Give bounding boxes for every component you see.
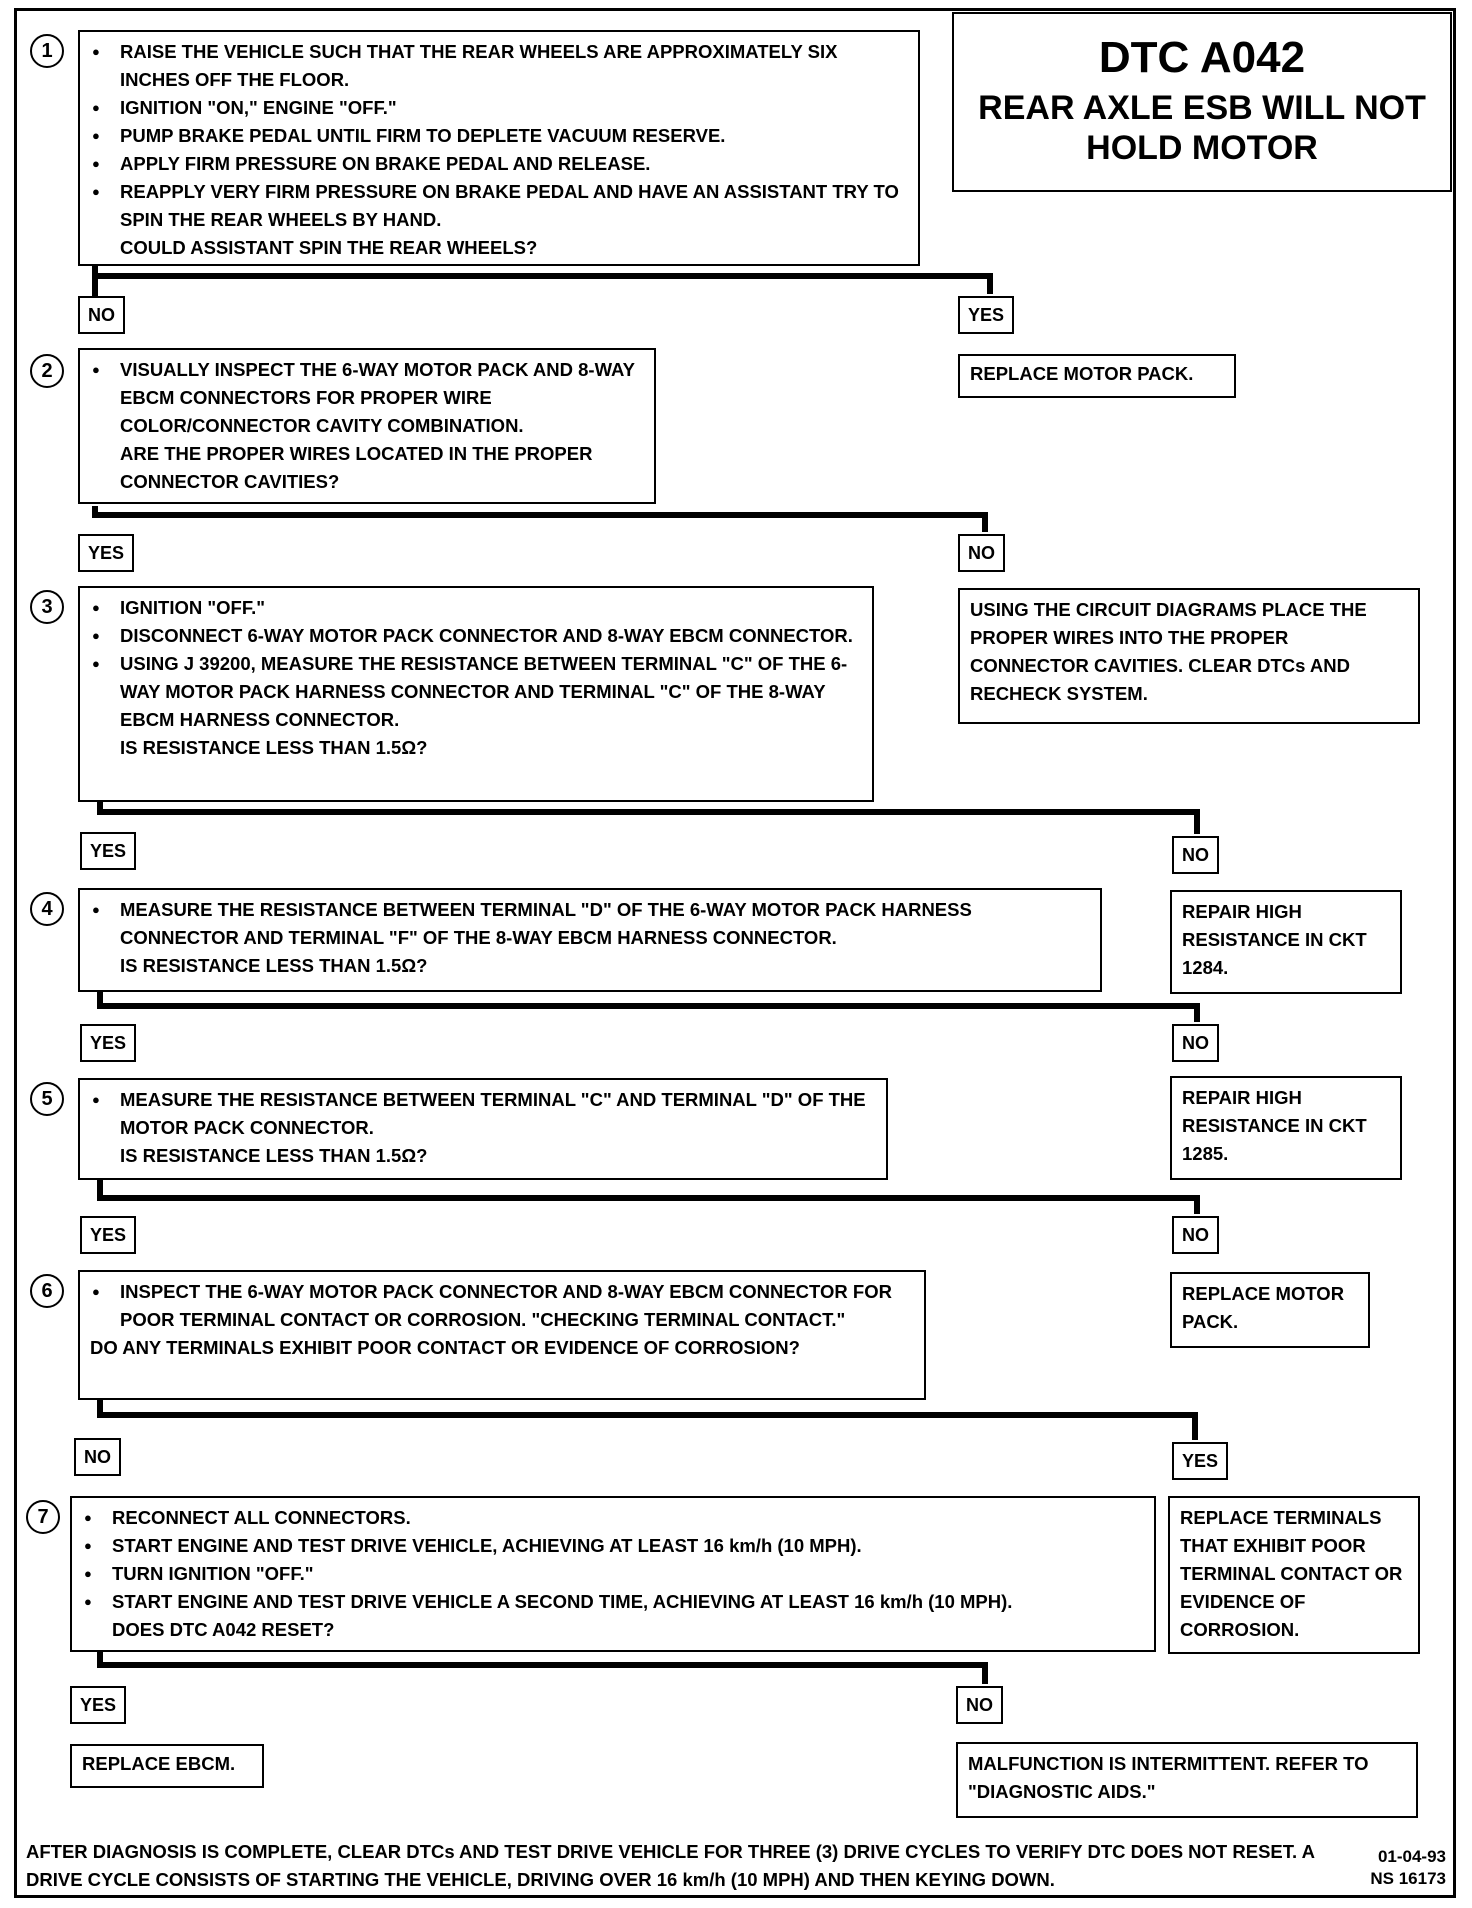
footer-ref: NS 16173 [1370, 1869, 1446, 1888]
outcome-replace-motor-pack-2: REPLACE MOTOR PACK. [1170, 1272, 1370, 1348]
step-6-no-label: NO [74, 1438, 121, 1476]
step-number-3: 3 [30, 590, 64, 624]
footer-date: 01-04-93 [1377, 1847, 1446, 1866]
step-7-yes-label: YES [70, 1686, 127, 1724]
outcome-intermittent: MALFUNCTION IS INTERMITTENT. REFER TO "D… [956, 1742, 1418, 1818]
step-5-bullet-1: MEASURE THE RESISTANCE BETWEEN TERMINAL … [90, 1086, 876, 1142]
outcome-circuit-diagrams: USING THE CIRCUIT DIAGRAMS PLACE THE PRO… [958, 588, 1420, 724]
step-4-box: MEASURE THE RESISTANCE BETWEEN TERMINAL … [78, 888, 1102, 992]
step-7-box: RECONNECT ALL CONNECTORS. START ENGINE A… [70, 1496, 1156, 1652]
step-3-no-label: NO [1172, 836, 1219, 874]
step-number-6: 6 [30, 1274, 64, 1308]
outcome-repair-1284: REPAIR HIGH RESISTANCE IN CKT 1284. [1170, 890, 1402, 994]
step-6-bullet-1: INSPECT THE 6-WAY MOTOR PACK CONNECTOR A… [90, 1278, 914, 1334]
step-5-yes-label: YES [80, 1216, 137, 1254]
step-4-no-label: NO [1172, 1024, 1219, 1062]
step-1-bullet-4: APPLY FIRM PRESSURE ON BRAKE PEDAL AND R… [90, 150, 908, 178]
step-number-2: 2 [30, 354, 64, 388]
step-6-box: INSPECT THE 6-WAY MOTOR PACK CONNECTOR A… [78, 1270, 926, 1400]
step-1-bullet-3: PUMP BRAKE PEDAL UNTIL FIRM TO DEPLETE V… [90, 122, 908, 150]
step-6-yes-label: YES [1172, 1442, 1229, 1480]
outcome-replace-motor-pack: REPLACE MOTOR PACK. [958, 354, 1236, 398]
step-1-bullet-1: RAISE THE VEHICLE SUCH THAT THE REAR WHE… [90, 38, 908, 94]
step-1-question: COULD ASSISTANT SPIN THE REAR WHEELS? [120, 237, 538, 258]
step-3-question: IS RESISTANCE LESS THAN 1.5Ω? [120, 737, 428, 758]
step-5-box: MEASURE THE RESISTANCE BETWEEN TERMINAL … [78, 1078, 888, 1180]
step-number-7: 7 [26, 1500, 60, 1534]
step-2-bullet-1: VISUALLY INSPECT THE 6-WAY MOTOR PACK AN… [90, 356, 644, 440]
step-2-box: VISUALLY INSPECT THE 6-WAY MOTOR PACK AN… [78, 348, 656, 504]
step-4-bullet-1: MEASURE THE RESISTANCE BETWEEN TERMINAL … [90, 896, 1090, 952]
step-2-question: ARE THE PROPER WIRES LOCATED IN THE PROP… [120, 443, 593, 492]
step-5-no-label: NO [1172, 1216, 1219, 1254]
footer-note: AFTER DIAGNOSIS IS COMPLETE, CLEAR DTCs … [26, 1841, 1315, 1890]
step-7-bullet-3: TURN IGNITION "OFF." [82, 1560, 1144, 1588]
step-3-bullet-2: DISCONNECT 6-WAY MOTOR PACK CONNECTOR AN… [90, 622, 862, 650]
step-7-bullet-1: RECONNECT ALL CONNECTORS. [82, 1504, 1144, 1532]
step-number-1: 1 [30, 34, 64, 68]
step-1-bullet-2: IGNITION "ON," ENGINE "OFF." [90, 94, 908, 122]
step-4-question: IS RESISTANCE LESS THAN 1.5Ω? [120, 955, 428, 976]
diagram-title-box: DTC A042 REAR AXLE ESB WILL NOT HOLD MOT… [952, 12, 1452, 192]
page-frame [14, 8, 1456, 1898]
step-7-bullet-2: START ENGINE AND TEST DRIVE VEHICLE, ACH… [82, 1532, 1144, 1560]
dtc-code: DTC A042 [1098, 33, 1306, 82]
step-7-question: DOES DTC A042 RESET? [112, 1619, 335, 1640]
footer-codes: 01-04-93 NS 16173 [1326, 1846, 1446, 1890]
outcome-replace-terminals: REPLACE TERMINALS THAT EXHIBIT POOR TERM… [1168, 1496, 1420, 1654]
step-1-box: RAISE THE VEHICLE SUCH THAT THE REAR WHE… [78, 30, 920, 266]
step-number-5: 5 [30, 1082, 64, 1116]
step-7-bullet-4: START ENGINE AND TEST DRIVE VEHICLE A SE… [82, 1588, 1144, 1616]
step-1-no-label: NO [78, 296, 125, 334]
step-3-bullet-3: USING J 39200, MEASURE THE RESISTANCE BE… [90, 650, 862, 734]
step-2-yes-label: YES [78, 534, 135, 572]
step-3-box: IGNITION "OFF." DISCONNECT 6-WAY MOTOR P… [78, 586, 874, 802]
step-1-yes-label: YES [958, 296, 1015, 334]
step-7-no-label: NO [956, 1686, 1003, 1724]
step-6-question: DO ANY TERMINALS EXHIBIT POOR CONTACT OR… [90, 1337, 800, 1358]
step-number-4: 4 [30, 892, 64, 926]
dtc-subtitle: REAR AXLE ESB WILL NOT HOLD MOTOR [978, 89, 1426, 167]
outcome-repair-1285: REPAIR HIGH RESISTANCE IN CKT 1285. [1170, 1076, 1402, 1180]
step-2-no-label: NO [958, 534, 1005, 572]
outcome-replace-ebcm: REPLACE EBCM. [70, 1744, 264, 1788]
step-4-yes-label: YES [80, 1024, 137, 1062]
step-3-yes-label: YES [80, 832, 137, 870]
step-5-question: IS RESISTANCE LESS THAN 1.5Ω? [120, 1145, 428, 1166]
step-1-bullet-5: REAPPLY VERY FIRM PRESSURE ON BRAKE PEDA… [90, 178, 908, 234]
step-3-bullet-1: IGNITION "OFF." [90, 594, 862, 622]
